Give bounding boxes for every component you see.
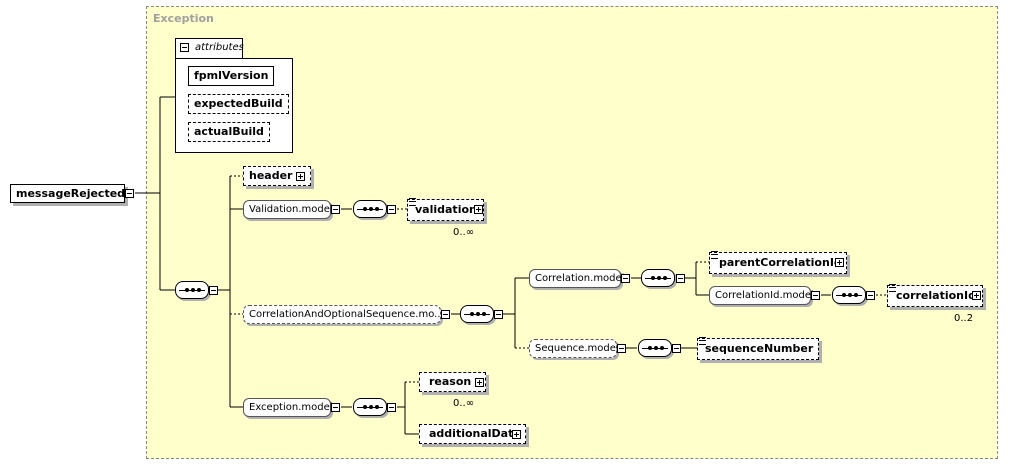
element-validation[interactable]: validation bbox=[407, 199, 484, 221]
header-expand-icon[interactable] bbox=[296, 172, 305, 181]
exception-model-group[interactable]: Exception.model bbox=[243, 398, 333, 417]
exception-sequence-collapse-icon[interactable] bbox=[387, 403, 396, 412]
parentcorrelationid-expand-icon[interactable] bbox=[835, 258, 844, 267]
root-label: messageRejected bbox=[16, 187, 126, 200]
documentation-icon bbox=[409, 198, 416, 206]
element-header[interactable]: header bbox=[243, 166, 312, 186]
correlationid-sequence-icon bbox=[832, 286, 866, 304]
validation-cardinality: 0..∞ bbox=[453, 227, 475, 238]
corr-opt-seq-collapse-icon[interactable] bbox=[441, 310, 450, 319]
element-sequencenumber[interactable]: sequenceNumber bbox=[697, 338, 820, 360]
reason-cardinality: 0..∞ bbox=[453, 398, 475, 409]
validation-sequence-icon bbox=[353, 200, 387, 218]
correlation-optional-sequence-group[interactable]: CorrelationAndOptionalSequence.mo... bbox=[243, 305, 444, 324]
reason-expand-icon[interactable] bbox=[475, 378, 484, 387]
correlationid-model-group[interactable]: CorrelationId.model bbox=[709, 286, 814, 305]
sequence-model-group[interactable]: Sequence.model bbox=[529, 339, 619, 358]
element-reason[interactable]: reason bbox=[419, 372, 486, 392]
sequence-compositor-icon bbox=[175, 281, 209, 299]
collapse-icon[interactable] bbox=[125, 189, 134, 198]
exception-model-collapse-icon[interactable] bbox=[331, 403, 340, 412]
corr-opt-seq-sequence-icon bbox=[460, 305, 494, 323]
sequence-model-sequence-icon bbox=[638, 339, 672, 357]
validation-expand-icon[interactable] bbox=[474, 205, 483, 214]
group-title: Exception bbox=[153, 12, 214, 25]
documentation-icon bbox=[889, 284, 896, 292]
documentation-icon bbox=[711, 251, 718, 259]
sequence-model-collapse-icon[interactable] bbox=[617, 344, 626, 353]
correlation-sequence-icon bbox=[641, 269, 675, 287]
additionaldata-expand-icon[interactable] bbox=[512, 430, 521, 439]
validation-model-collapse-icon[interactable] bbox=[331, 205, 340, 214]
attributes-collapse-icon[interactable] bbox=[180, 43, 189, 52]
corr-opt-seq-sequence-collapse-icon[interactable] bbox=[494, 310, 503, 319]
sequence-model-sequence-collapse-icon[interactable] bbox=[672, 344, 681, 353]
correlation-model-group[interactable]: Correlation.model bbox=[529, 269, 624, 288]
sequence-collapse-icon[interactable] bbox=[209, 286, 218, 295]
attribute-fpmlversion[interactable]: fpmlVersion bbox=[188, 66, 275, 86]
documentation-icon bbox=[699, 337, 706, 345]
validation-sequence-collapse-icon[interactable] bbox=[387, 205, 396, 214]
correlationid-expand-icon[interactable] bbox=[972, 291, 981, 300]
element-additionaldata[interactable]: additionalData bbox=[419, 424, 526, 444]
correlation-sequence-collapse-icon[interactable] bbox=[676, 274, 685, 283]
correlationid-model-collapse-icon[interactable] bbox=[811, 291, 820, 300]
element-parentcorrelationid[interactable]: parentCorrelationId bbox=[709, 252, 847, 274]
correlationid-sequence-collapse-icon[interactable] bbox=[866, 291, 875, 300]
element-correlationid[interactable]: correlationId bbox=[887, 285, 983, 307]
attribute-actualbuild[interactable]: actualBuild bbox=[188, 122, 270, 142]
correlation-model-collapse-icon[interactable] bbox=[621, 274, 630, 283]
attributes-tab bbox=[175, 38, 243, 59]
attribute-expectedbuild[interactable]: expectedBuild bbox=[188, 94, 289, 114]
exception-sequence-icon bbox=[353, 398, 387, 416]
root-element[interactable]: messageRejected bbox=[10, 184, 125, 203]
correlationid-cardinality: 0..2 bbox=[954, 313, 974, 324]
attributes-title: attributes bbox=[195, 42, 244, 53]
validation-model-group[interactable]: Validation.model bbox=[243, 200, 333, 219]
